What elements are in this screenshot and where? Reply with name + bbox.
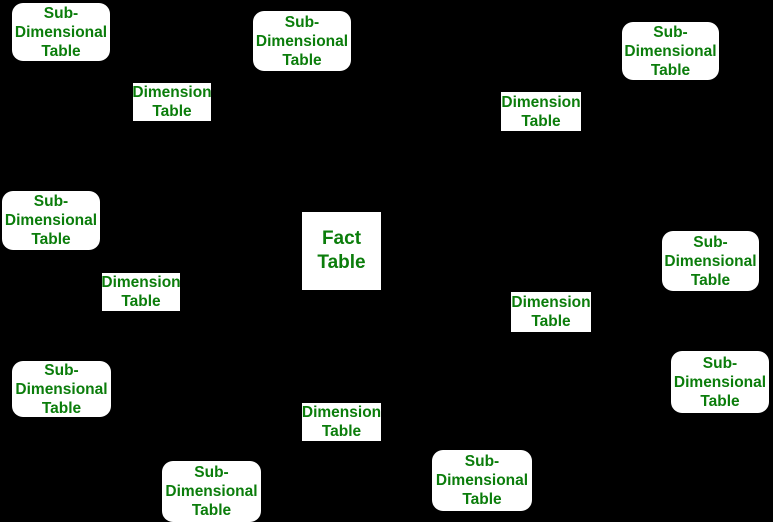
dimension-table-node: Dimension Table (511, 292, 591, 332)
fact-table-node: Fact Table (302, 212, 381, 290)
dimension-table-node: Dimension Table (501, 92, 581, 131)
dimension-table-node: Dimension Table (132, 83, 212, 121)
sub-dimensional-table-node: Sub- Dimensional Table (2, 191, 100, 250)
dimension-table-node: Dimension Table (301, 403, 382, 441)
sub-dimensional-table-node: Sub- Dimensional Table (12, 361, 111, 417)
dimension-table-node: Dimension Table (101, 273, 181, 311)
sub-dimensional-table-node: Sub- Dimensional Table (253, 11, 351, 71)
sub-dimensional-table-node: Sub- Dimensional Table (162, 461, 261, 522)
sub-dimensional-table-node: Sub- Dimensional Table (432, 450, 532, 511)
sub-dimensional-table-node: Sub- Dimensional Table (662, 231, 759, 291)
sub-dimensional-table-node: Sub- Dimensional Table (622, 22, 719, 80)
sub-dimensional-table-node: Sub- Dimensional Table (671, 351, 769, 413)
sub-dimensional-table-node: Sub- Dimensional Table (12, 3, 110, 61)
